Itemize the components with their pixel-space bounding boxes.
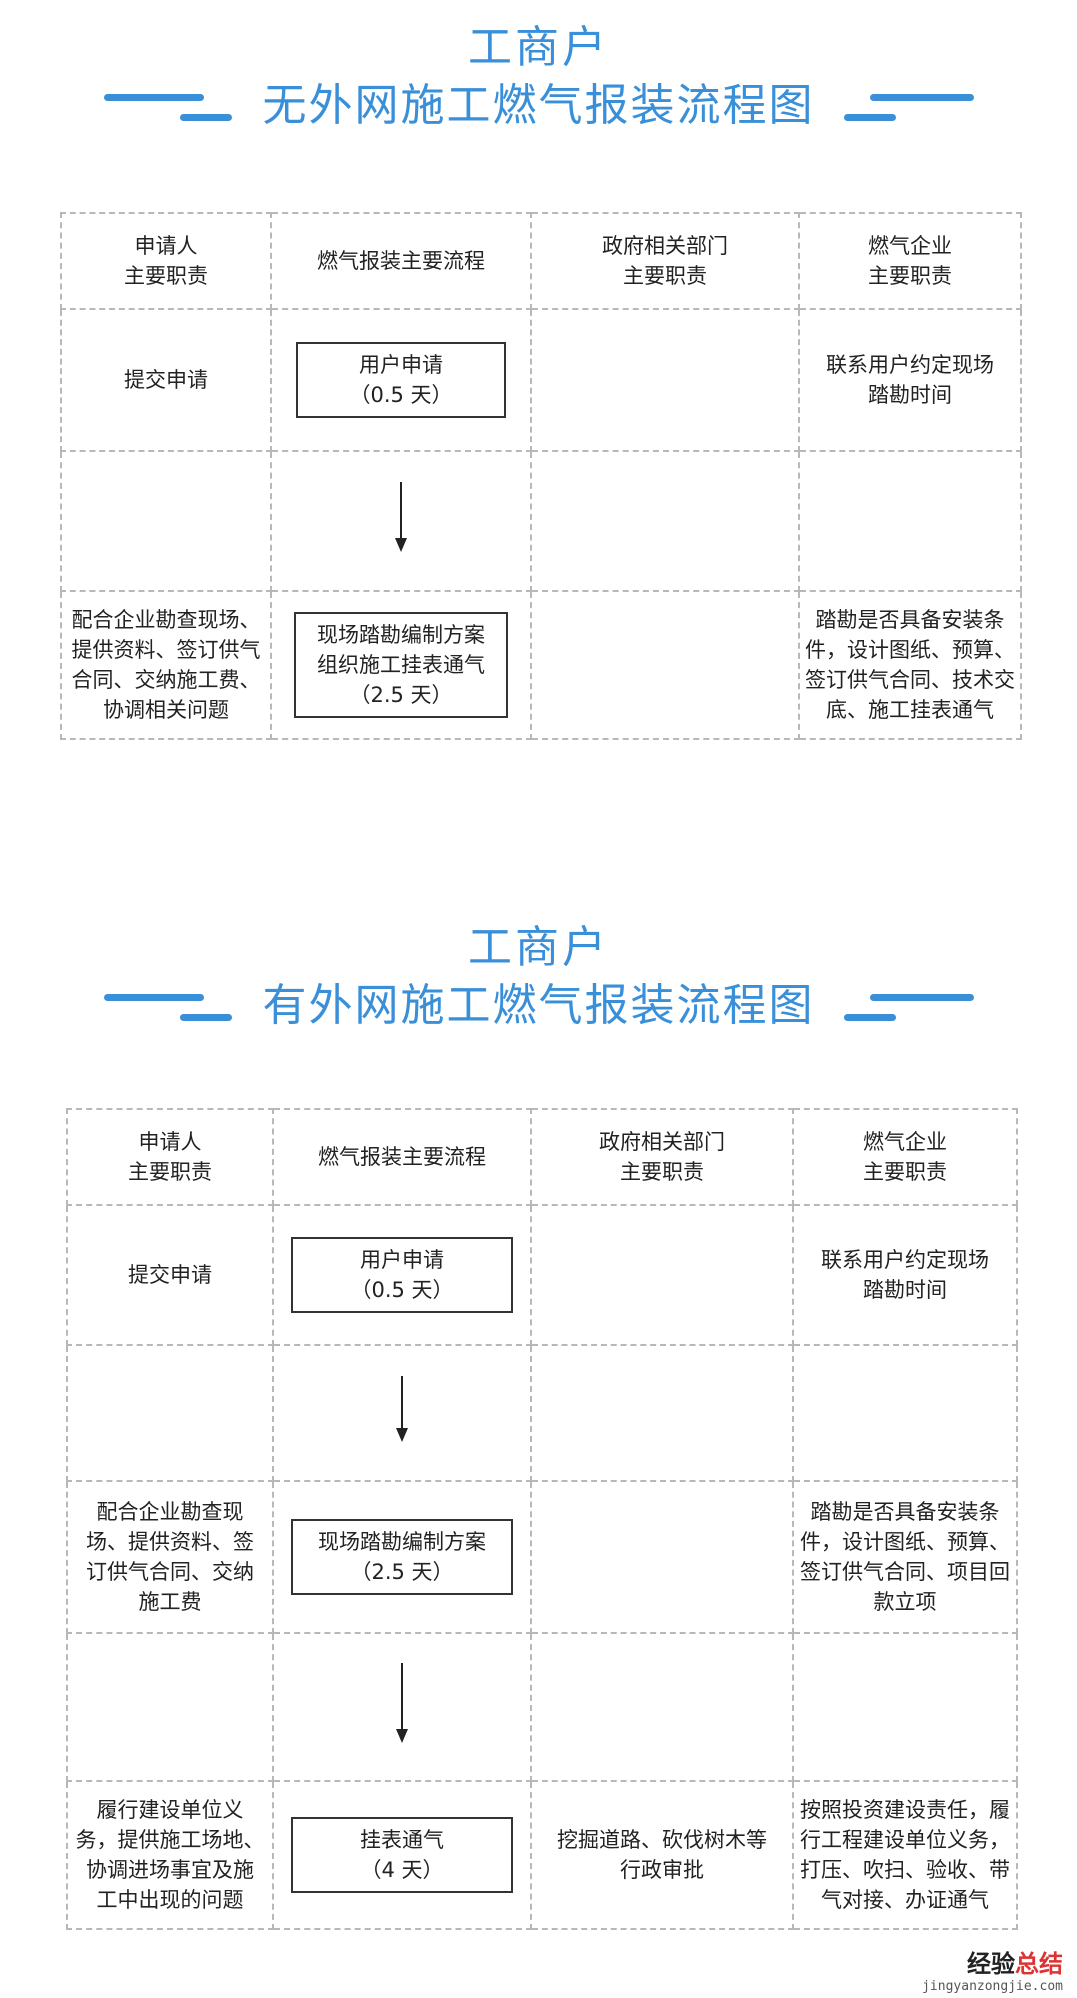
header-applicant: 申请人 主要职责	[60, 212, 272, 310]
title-decoration-bar	[870, 994, 974, 1001]
header-process: 燃气报装主要流程	[270, 212, 532, 310]
flowchart-table-1: 申请人 主要职责 燃气报装主要流程 政府相关部门 主要职责 燃气企业 主要职责 …	[60, 212, 1022, 740]
header-government: 政府相关部门 主要职责	[530, 1108, 794, 1206]
section-1: 工商户 无外网施工燃气报装流程图 申请人 主要职责 燃气报装主要流程 政府相关部…	[0, 0, 1077, 760]
applicant-duty: 提交申请	[60, 308, 272, 452]
down-arrow-icon	[396, 1663, 408, 1743]
flowchart-table-2: 申请人 主要职责 燃气报装主要流程 政府相关部门 主要职责 燃气企业 主要职责 …	[66, 1108, 1018, 1930]
title-decoration-bar	[180, 114, 232, 121]
applicant-duty: 提交申请	[66, 1204, 274, 1346]
watermark-url: jingyanzongjie.com	[922, 1979, 1063, 1994]
watermark-red-text: 总结	[1015, 1949, 1063, 1978]
arrow-cell	[272, 1344, 532, 1482]
empty-cell	[66, 1344, 274, 1482]
title-decoration-bar	[104, 94, 204, 101]
section-2-subtitle: 有外网施工燃气报装流程图	[262, 980, 815, 1031]
table-row: 提交申请 用户申请 （0.5 天） 联系用户约定现场 踏勘时间	[66, 1204, 1018, 1346]
empty-cell	[798, 450, 1022, 592]
company-duty: 踏勘是否具备安装条 件，设计图纸、预算、 签订供气合同、项目回 款立项	[792, 1480, 1018, 1634]
arrow-cell	[270, 450, 532, 592]
government-duty	[530, 1204, 794, 1346]
government-duty	[530, 590, 800, 740]
title-decoration-bar	[844, 114, 896, 121]
empty-cell	[66, 1632, 274, 1782]
down-arrow-icon	[395, 482, 407, 552]
arrow-row	[66, 1344, 1018, 1482]
title-decoration-bar	[870, 94, 974, 101]
company-duty: 联系用户约定现场 踏勘时间	[792, 1204, 1018, 1346]
empty-cell	[792, 1632, 1018, 1782]
header-applicant: 申请人 主要职责	[66, 1108, 274, 1206]
watermark-text: 经验总结	[922, 1944, 1063, 1979]
arrow-row	[66, 1632, 1018, 1782]
process-step-box: 现场踏勘编制方案 组织施工挂表通气 （2.5 天）	[294, 612, 508, 718]
header-gas-company: 燃气企业 主要职责	[792, 1108, 1018, 1206]
arrow-row	[60, 450, 1022, 592]
company-duty: 按照投资建设责任，履 行工程建设单位义务， 打压、吹扫、验收、带 气对接、办证通…	[792, 1780, 1018, 1930]
header-government: 政府相关部门 主要职责	[530, 212, 800, 310]
applicant-duty: 配合企业勘查现场、 提供资料、签订供气 合同、交纳施工费、 协调相关问题	[60, 590, 272, 740]
table-row: 配合企业勘查现 场、提供资料、签 订供气合同、交纳 施工费 现场踏勘编制方案 （…	[66, 1480, 1018, 1634]
process-cell: 用户申请 （0.5 天）	[270, 308, 532, 452]
watermark-black-text: 经验	[967, 1949, 1015, 1978]
section-1-title: 工商户	[468, 22, 609, 73]
section-1-subtitle: 无外网施工燃气报装流程图	[262, 80, 815, 131]
empty-cell	[530, 450, 800, 592]
process-step-box: 挂表通气 （4 天）	[291, 1817, 513, 1893]
empty-cell	[792, 1344, 1018, 1482]
header-process: 燃气报装主要流程	[272, 1108, 532, 1206]
process-step-box: 用户申请 （0.5 天）	[296, 342, 506, 418]
company-duty: 踏勘是否具备安装条 件，设计图纸、预算、 签订供气合同、技术交 底、施工挂表通气	[798, 590, 1022, 740]
process-cell: 用户申请 （0.5 天）	[272, 1204, 532, 1346]
watermark-logo: 经验总结 jingyanzongjie.com	[922, 1944, 1063, 1994]
section-2-title: 工商户	[468, 922, 609, 973]
title-decoration-bar	[844, 1014, 896, 1021]
title-decoration-bar	[180, 1014, 232, 1021]
government-duty	[530, 308, 800, 452]
table-row: 提交申请 用户申请 （0.5 天） 联系用户约定现场 踏勘时间	[60, 308, 1022, 452]
government-duty: 挖掘道路、砍伐树木等 行政审批	[530, 1780, 794, 1930]
section-2: 工商户 有外网施工燃气报装流程图 申请人 主要职责 燃气报装主要流程 政府相关部…	[0, 900, 1077, 1998]
process-step-box: 用户申请 （0.5 天）	[291, 1237, 513, 1313]
applicant-duty: 履行建设单位义 务，提供施工场地、 协调进场事宜及施 工中出现的问题	[66, 1780, 274, 1930]
table-row: 配合企业勘查现场、 提供资料、签订供气 合同、交纳施工费、 协调相关问题 现场踏…	[60, 590, 1022, 740]
company-duty: 联系用户约定现场 踏勘时间	[798, 308, 1022, 452]
empty-cell	[60, 450, 272, 592]
header-row: 申请人 主要职责 燃气报装主要流程 政府相关部门 主要职责 燃气企业 主要职责	[60, 212, 1022, 310]
process-step-box: 现场踏勘编制方案 （2.5 天）	[291, 1519, 513, 1595]
empty-cell	[530, 1344, 794, 1482]
header-row: 申请人 主要职责 燃气报装主要流程 政府相关部门 主要职责 燃气企业 主要职责	[66, 1108, 1018, 1206]
applicant-duty: 配合企业勘查现 场、提供资料、签 订供气合同、交纳 施工费	[66, 1480, 274, 1634]
government-duty	[530, 1480, 794, 1634]
process-cell: 挂表通气 （4 天）	[272, 1780, 532, 1930]
table-row: 履行建设单位义 务，提供施工场地、 协调进场事宜及施 工中出现的问题 挂表通气 …	[66, 1780, 1018, 1930]
process-cell: 现场踏勘编制方案 组织施工挂表通气 （2.5 天）	[270, 590, 532, 740]
header-gas-company: 燃气企业 主要职责	[798, 212, 1022, 310]
arrow-cell	[272, 1632, 532, 1782]
down-arrow-icon	[396, 1376, 408, 1442]
title-decoration-bar	[104, 994, 204, 1001]
empty-cell	[530, 1632, 794, 1782]
process-cell: 现场踏勘编制方案 （2.5 天）	[272, 1480, 532, 1634]
